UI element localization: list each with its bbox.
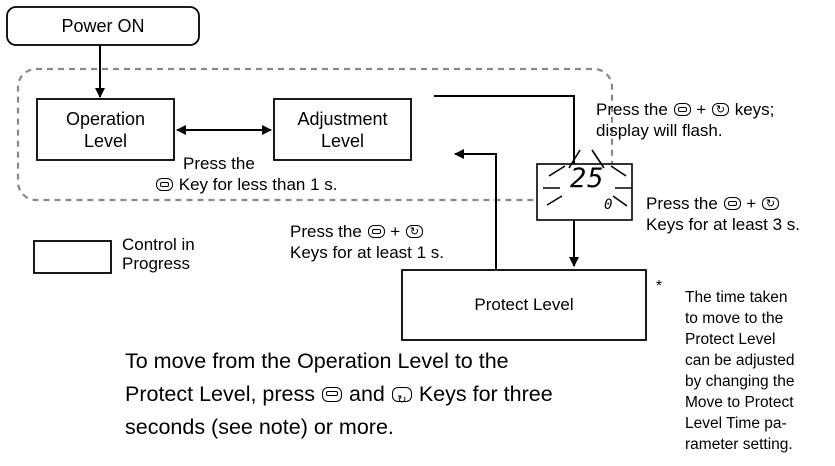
display-sub-digit: 0 xyxy=(604,197,613,213)
dashed-group xyxy=(16,67,614,202)
mode-key-icon xyxy=(673,103,691,116)
press-1s-label-line2: Keys for at least 1 s. xyxy=(290,243,445,262)
press-short-label-line2: Key for less than 1 s. xyxy=(155,174,337,195)
legend-label: Control in Progress xyxy=(122,235,195,273)
press-flash-label-line2: display will flash. xyxy=(596,121,723,140)
operation-level-box xyxy=(36,98,175,161)
press-1s-label: Press the + xyxy=(290,221,424,242)
mode-key-icon xyxy=(156,178,173,191)
protect-level-box xyxy=(401,269,647,341)
note-text: The time taken to move to the Protect Le… xyxy=(685,289,795,453)
cycle-key-icon xyxy=(761,193,779,214)
power-on-label: Power ON xyxy=(61,16,145,36)
note-star: * xyxy=(656,278,663,295)
press-short-label: Press the xyxy=(183,154,255,173)
cycle-key-icon xyxy=(711,99,729,120)
flash-rays xyxy=(543,149,632,207)
operation-level-label: Operation Level xyxy=(65,109,146,151)
mode-key-icon xyxy=(322,387,342,402)
press-flash-label: Press the + keys; xyxy=(596,99,774,120)
adjustment-level-box xyxy=(273,98,412,161)
press-3s-label-line2: Keys for at least 3 s. xyxy=(646,215,801,234)
arrow-protect-to-adjustment xyxy=(454,149,497,270)
legend-box xyxy=(33,240,112,274)
protect-level-label: Protect Level xyxy=(474,295,574,314)
power-on-box xyxy=(6,6,200,46)
press-3s-label: Press the + xyxy=(646,193,780,214)
mode-key-icon xyxy=(723,197,741,210)
move-instructions: To move from the Operation Level to the … xyxy=(125,345,553,444)
display-main-digits: 25 xyxy=(570,163,605,194)
cycle-key-icon xyxy=(391,383,412,416)
cycle-key-icon xyxy=(405,221,423,242)
mode-key-icon xyxy=(367,225,385,238)
adjustment-level-label: Adjustment Level xyxy=(297,109,388,151)
